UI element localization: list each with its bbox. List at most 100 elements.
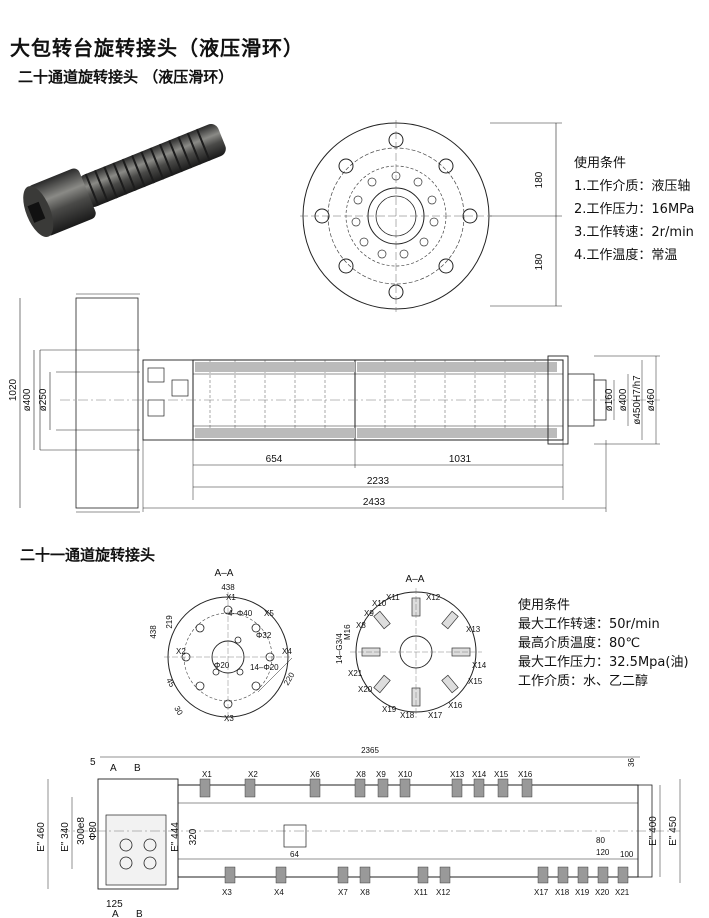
- section-mark-b-bottom: B: [136, 909, 143, 918]
- label-x5: X5: [264, 609, 274, 618]
- section-label-a-a-right: A–A: [406, 574, 425, 585]
- label-x1: X1: [202, 770, 212, 779]
- dim-1031: 1031: [449, 454, 472, 465]
- label-x2: X2: [176, 647, 186, 656]
- dim-180-top: 180: [534, 171, 545, 188]
- dim-d450: ø450H7/h7: [632, 375, 643, 425]
- dim-e-460: E" 460: [36, 822, 47, 852]
- dim-125: 125: [106, 899, 123, 910]
- condition-item: 最大工作转速：50r/min: [518, 617, 660, 632]
- condition-item: 2.工作压力：16MPa: [574, 202, 695, 217]
- dim-64: 64: [290, 850, 299, 859]
- dim-d80: Φ80: [88, 821, 99, 841]
- condition-item: 4.工作温度：常温: [574, 248, 678, 263]
- dim-320: 320: [188, 828, 199, 845]
- label-x3: X3: [224, 714, 234, 723]
- dim-80: 80: [596, 836, 605, 845]
- label-x2: X2: [248, 770, 258, 779]
- conditions-heading: 使用条件: [518, 598, 571, 613]
- flange-end-view: 180 180: [300, 120, 562, 312]
- label-x16: X16: [518, 770, 533, 779]
- label-x10: X10: [398, 770, 413, 779]
- label-x15: X15: [468, 677, 483, 686]
- twenty-one-right-view: A–A X10 X11 X12 X9 X8 X13 X14 X15 X16 X1…: [335, 574, 487, 720]
- dim-2365: 2365: [361, 746, 379, 755]
- dim-d160: ø160: [604, 388, 615, 411]
- label-x8: X8: [356, 621, 366, 630]
- label-14-d20: 14–Φ20: [250, 663, 279, 672]
- dim-e-400: E" 400: [648, 816, 659, 846]
- label-x1: X1: [226, 593, 236, 602]
- label-x12: X12: [426, 593, 441, 602]
- label-x6: X6: [310, 770, 320, 779]
- label-x13: X13: [450, 770, 465, 779]
- twenty-one-left-view: A–A 438 219 438 X1 X2 X3 X4 X5 4–Φ40 Φ32…: [149, 568, 297, 723]
- dim-36: 36: [627, 758, 636, 767]
- label-x12: X12: [436, 888, 451, 897]
- dim-d400-right: ø400: [618, 388, 629, 411]
- label-x15: X15: [494, 770, 509, 779]
- label-x17: X17: [428, 711, 443, 720]
- label-x4: X4: [274, 888, 284, 897]
- label-x11: X11: [386, 593, 400, 602]
- label-x18: X18: [400, 711, 415, 720]
- label-x20: X20: [595, 888, 610, 897]
- dim-438-left: 438: [149, 625, 158, 639]
- dim-180-bottom: 180: [534, 253, 545, 270]
- dim-30: 30: [172, 705, 185, 718]
- section-title-21-channel: 二十一通道旋转接头: [20, 546, 156, 564]
- label-d20: Φ20: [214, 661, 230, 670]
- label-x19: X19: [382, 705, 397, 714]
- conditions-panel-2: 使用条件 最大工作转速：50r/min 最高介质温度：80℃ 最大工作压力：32…: [518, 596, 689, 691]
- dim-220: 220: [282, 670, 297, 687]
- label-x21: X21: [348, 669, 363, 678]
- label-x8: X8: [356, 770, 366, 779]
- label-x13: X13: [466, 625, 481, 634]
- label-14-g34: 14–G3/4: [335, 633, 344, 664]
- section-mark-b-top: B: [134, 763, 141, 774]
- dim-438-top: 438: [221, 583, 235, 592]
- label-x14: X14: [472, 770, 487, 779]
- dim-5: 5: [90, 757, 96, 768]
- condition-item: 工作介质：水、乙二醇: [518, 674, 649, 689]
- dim-e-444: E" 444: [170, 822, 181, 852]
- label-x10: X10: [372, 599, 387, 608]
- product-photo: [23, 124, 226, 237]
- conditions-heading: 使用条件: [574, 156, 627, 171]
- condition-item: 1.工作介质：液压轴: [574, 179, 691, 194]
- twenty-one-channel-long-drawing: 2365 5 A B 64 X1 X2 X6 X8 X9 X10 X13 X14…: [36, 746, 681, 918]
- twenty-channel-section-drawing: 1020 ø400 ø250 ø160 ø400 ø450H7/h7 ø460 …: [8, 293, 660, 513]
- dim-219: 219: [165, 615, 174, 629]
- label-x3: X3: [222, 888, 232, 897]
- conditions-panel-1: 使用条件 1.工作介质：液压轴 2.工作压力：16MPa 3.工作转速：2r/m…: [574, 152, 694, 267]
- dim-2233: 2233: [367, 476, 390, 487]
- dim-45: 45: [164, 677, 177, 690]
- label-x20: X20: [358, 685, 373, 694]
- dim-654: 654: [266, 454, 283, 465]
- dim-e-450: E" 450: [668, 816, 679, 846]
- label-x18: X18: [555, 888, 570, 897]
- label-x19: X19: [575, 888, 590, 897]
- label-d32: Φ32: [256, 631, 272, 640]
- dim-d250: ø250: [38, 388, 49, 411]
- condition-item: 最大工作压力：32.5Mpa(油): [518, 655, 689, 670]
- dim-e-340: E" 340: [60, 822, 71, 852]
- section-title-20-channel: 二十通道旋转接头 （液压滑环）: [18, 68, 234, 86]
- dim-100: 100: [620, 850, 634, 859]
- label-x17: X17: [534, 888, 549, 897]
- condition-item: 最高介质温度：80℃: [518, 636, 641, 651]
- page-title: 大包转台旋转接头（液压滑环）: [10, 36, 304, 60]
- dim-1020: 1020: [8, 378, 19, 401]
- section-label-a-a-left: A–A: [215, 568, 234, 579]
- label-x8-bottom: X8: [360, 888, 370, 897]
- dim-300e8: 300e8: [76, 817, 87, 845]
- label-x16: X16: [448, 701, 463, 710]
- condition-item: 3.工作转速：2r/min: [574, 225, 694, 240]
- dim-120: 120: [596, 848, 610, 857]
- label-x21: X21: [615, 888, 630, 897]
- section-mark-a-bottom: A: [112, 909, 119, 918]
- label-4-d40: 4–Φ40: [228, 609, 253, 618]
- label-x14: X14: [472, 661, 487, 670]
- label-x7: X7: [338, 888, 348, 897]
- label-x9: X9: [364, 609, 374, 618]
